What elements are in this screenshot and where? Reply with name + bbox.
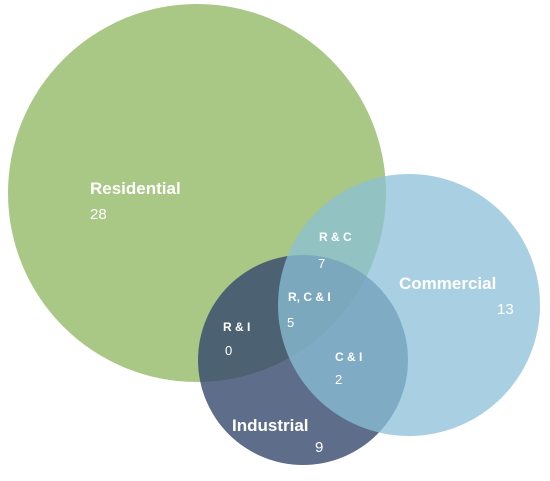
industrial-label: Industrial (232, 416, 309, 435)
overlap-rc-count: 7 (318, 256, 325, 271)
overlap-rci-count: 5 (287, 315, 294, 330)
overlap-ci-count: 2 (335, 372, 342, 387)
residential-label: Residential (90, 179, 181, 198)
commercial-label: Commercial (399, 274, 496, 293)
overlap-rci-label: R, C & I (288, 290, 331, 304)
commercial-circle (278, 174, 540, 436)
commercial-count: 13 (497, 301, 514, 318)
overlap-ri-label: R & I (223, 320, 250, 334)
industrial-count: 9 (315, 439, 323, 456)
overlap-rc-label: R & C (319, 230, 352, 244)
overlap-ri-count: 0 (225, 343, 232, 358)
residential-count: 28 (90, 206, 107, 223)
overlap-ci-label: C & I (335, 350, 362, 364)
